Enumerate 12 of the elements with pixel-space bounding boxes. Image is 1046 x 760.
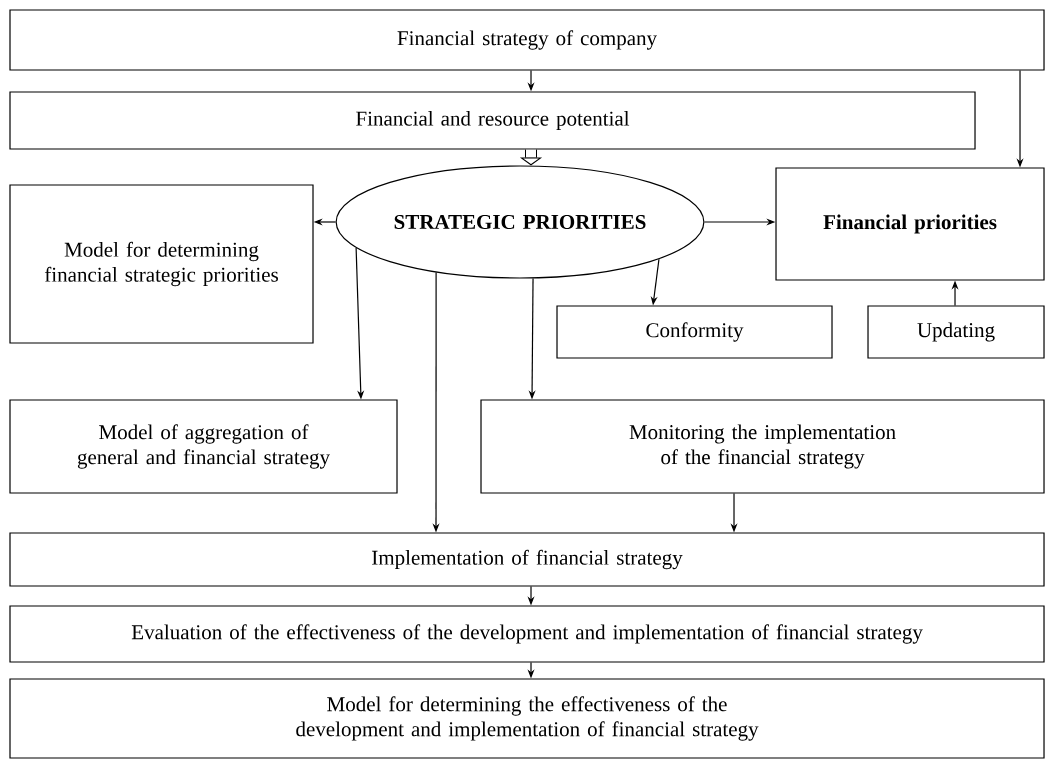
process-box: Implementation of financial strategy [9, 532, 1045, 587]
process-box: Financial and resource potential [9, 91, 976, 150]
process-box: Financial priorities [775, 167, 1045, 281]
process-box: Updating [867, 305, 1045, 359]
process-box: Conformity [556, 305, 833, 359]
arrow [520, 149, 542, 166]
process-box: Financial strategy of company [9, 9, 1045, 71]
process-box: Evaluation of the effectiveness of the development and implementation of financial strategy [9, 605, 1045, 663]
process-box: Monitoring the implementation of the financial strategy [480, 399, 1045, 494]
process-box: Model for determining the effectiveness of the development and implementation of financial strategy [9, 678, 1045, 759]
process-box: Model for determining financial strategic priorities [9, 184, 314, 344]
process-box: Model of aggregation of general and financial strategy [9, 399, 398, 494]
